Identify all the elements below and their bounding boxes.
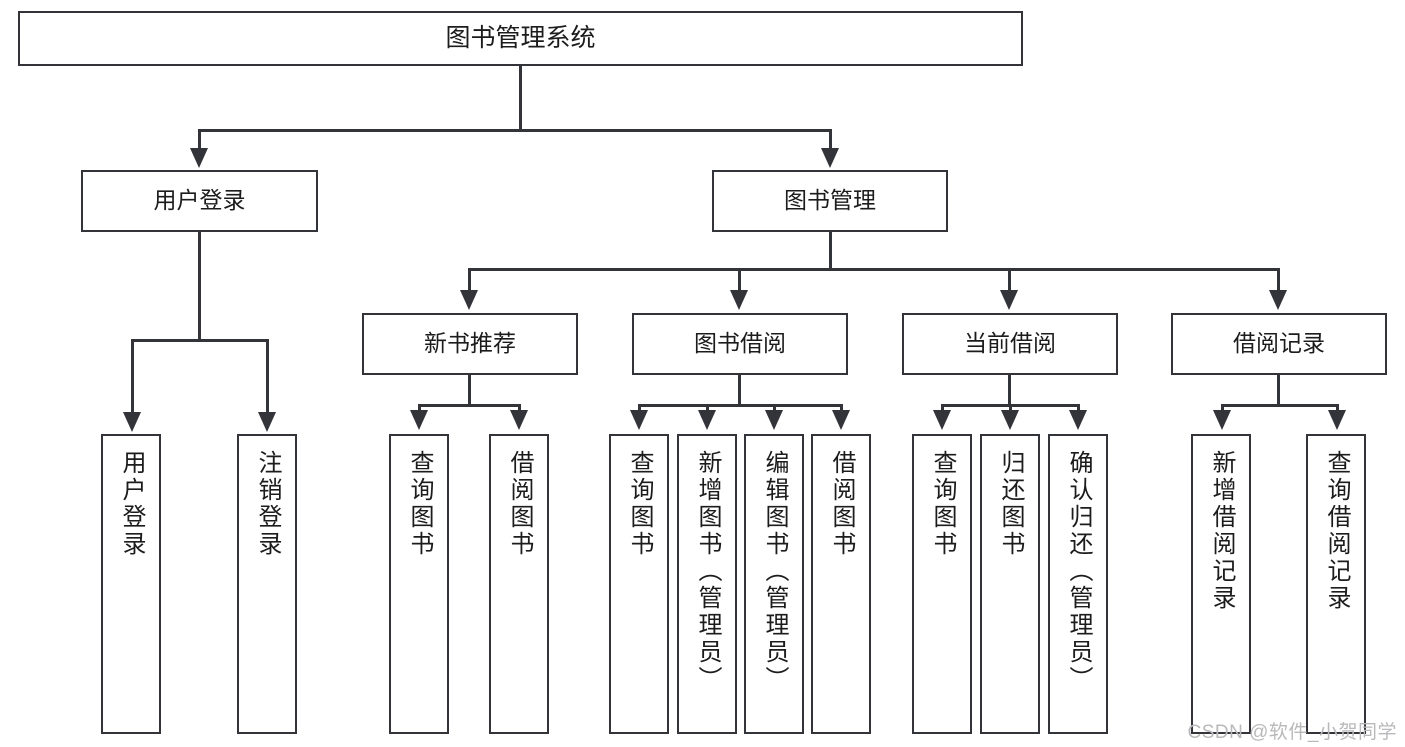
arrow-to-leaf-query-book-3 [933,410,951,430]
connector-bus-borrow-record [1221,404,1338,407]
node-leaf-query-book-1[interactable]: 查询图书 [389,434,449,734]
connector-drop-leaf-borrow-book-1 [518,404,521,412]
arrow-to-leaf-logout-login [258,412,276,432]
arrow-to-leaf-add-book [698,410,716,430]
node-leaf-add-record[interactable]: 新增借阅记录 [1191,434,1251,734]
node-label: 新书推荐 [424,330,516,357]
node-label: 借阅图书 [828,450,855,558]
node-label: 注销登录 [254,450,281,558]
node-leaf-query-book-3[interactable]: 查询图书 [912,434,972,734]
node-leaf-borrow-book-1[interactable]: 借阅图书 [489,434,549,734]
node-new-book-recommend[interactable]: 新书推荐 [362,313,578,375]
arrow-to-book-management [821,148,839,168]
arrow-to-borrow-record [1269,290,1287,310]
arrow-to-new-book-recommend [460,290,478,310]
node-label: 新增借阅记录 [1208,450,1235,612]
node-leaf-add-book[interactable]: 新增图书（管理员） [677,434,737,734]
node-borrow-record[interactable]: 借阅记录 [1171,313,1387,375]
node-leaf-confirm-return[interactable]: 确认归还（管理员） [1048,434,1108,734]
node-label: 确认归还（管理员） [1065,450,1092,693]
node-user-login[interactable]: 用户登录 [81,170,318,232]
node-label: 当前借阅 [964,330,1056,357]
connector-bus-book-borrow [638,404,842,407]
node-label: 图书管理 [784,187,876,214]
connector-drop-leaf-borrow-book-2 [840,404,843,412]
connector-drop-leaf-query-book-2 [638,404,641,412]
connector-drop-book-management [829,129,832,151]
connector-drop-leaf-return-book [1009,404,1012,412]
node-book-management[interactable]: 图书管理 [712,170,948,232]
connector-drop-user-login [198,129,201,151]
arrow-to-current-borrow [1000,290,1018,310]
connector-stem-book-borrow [738,375,741,406]
connector-stem-current-borrow [1008,375,1011,406]
connector-bus-level3 [468,268,1280,271]
connector-bus-level2 [198,129,832,132]
connector-drop-leaf-edit-book [773,404,776,412]
node-root-system[interactable]: 图书管理系统 [18,11,1023,66]
arrow-to-leaf-confirm-return [1069,410,1087,430]
node-label: 编辑图书（管理员） [761,450,788,693]
connector-bus-user-login-leaves [131,339,268,342]
connector-bus-new-book-recommend [418,404,520,407]
connector-root-stem-main [519,66,522,129]
node-label: 新增图书（管理员） [694,450,721,693]
node-leaf-borrow-book-2[interactable]: 借阅图书 [811,434,871,734]
connector-drop-leaf-query-book-1 [418,404,421,412]
node-leaf-logout-login[interactable]: 注销登录 [237,434,297,734]
node-label: 借阅图书 [506,450,533,558]
connector-drop-leaf-add-record [1221,404,1224,412]
arrow-to-leaf-query-book-1 [410,410,428,430]
arrow-to-leaf-borrow-book-2 [832,410,850,430]
node-current-borrow[interactable]: 当前借阅 [902,313,1118,375]
node-label: 查询图书 [626,450,653,558]
arrow-to-leaf-query-book-2 [630,410,648,430]
connector-stem-book-management [829,232,832,271]
connector-drop-leaf-confirm-return [1077,404,1080,412]
connector-drop-leaf-query-record [1336,404,1339,412]
connector-drop-book-borrow [738,268,741,292]
connector-drop-leaf-user-login [131,339,134,415]
arrow-to-user-login [190,148,208,168]
node-leaf-query-book-2[interactable]: 查询图书 [609,434,669,734]
connector-stem-borrow-record [1277,375,1280,406]
connector-drop-leaf-query-book-3 [941,404,944,412]
arrow-to-leaf-query-record [1328,410,1346,430]
node-leaf-edit-book[interactable]: 编辑图书（管理员） [744,434,804,734]
arrow-to-leaf-edit-book [765,410,783,430]
node-label: 用户登录 [153,187,246,214]
connector-stem-new-book-recommend [468,375,471,406]
node-leaf-return-book[interactable]: 归还图书 [980,434,1040,734]
node-label: 用户登录 [118,450,145,558]
node-label: 图书借阅 [694,330,786,357]
connector-drop-current-borrow [1008,268,1011,292]
node-leaf-query-record[interactable]: 查询借阅记录 [1306,434,1366,734]
arrow-to-book-borrow [730,290,748,310]
connector-stem-user-login [198,232,201,341]
arrow-to-leaf-return-book [1001,410,1019,430]
arrow-to-leaf-add-record [1213,410,1231,430]
node-leaf-user-login[interactable]: 用户登录 [101,434,161,734]
node-label: 查询借阅记录 [1323,450,1350,612]
node-label: 图书管理系统 [445,23,596,52]
node-label: 查询图书 [929,450,956,558]
node-label: 归还图书 [997,450,1024,558]
connector-drop-leaf-logout-login [266,339,269,415]
connector-drop-borrow-record [1277,268,1280,292]
arrow-to-leaf-user-login [123,412,141,432]
arrow-to-leaf-borrow-book-1 [510,410,528,430]
node-label: 查询图书 [406,450,433,558]
node-book-borrow[interactable]: 图书借阅 [632,313,848,375]
connector-drop-leaf-add-book [706,404,709,412]
node-label: 借阅记录 [1233,330,1325,357]
connector-drop-new-book-recommend [468,268,471,292]
